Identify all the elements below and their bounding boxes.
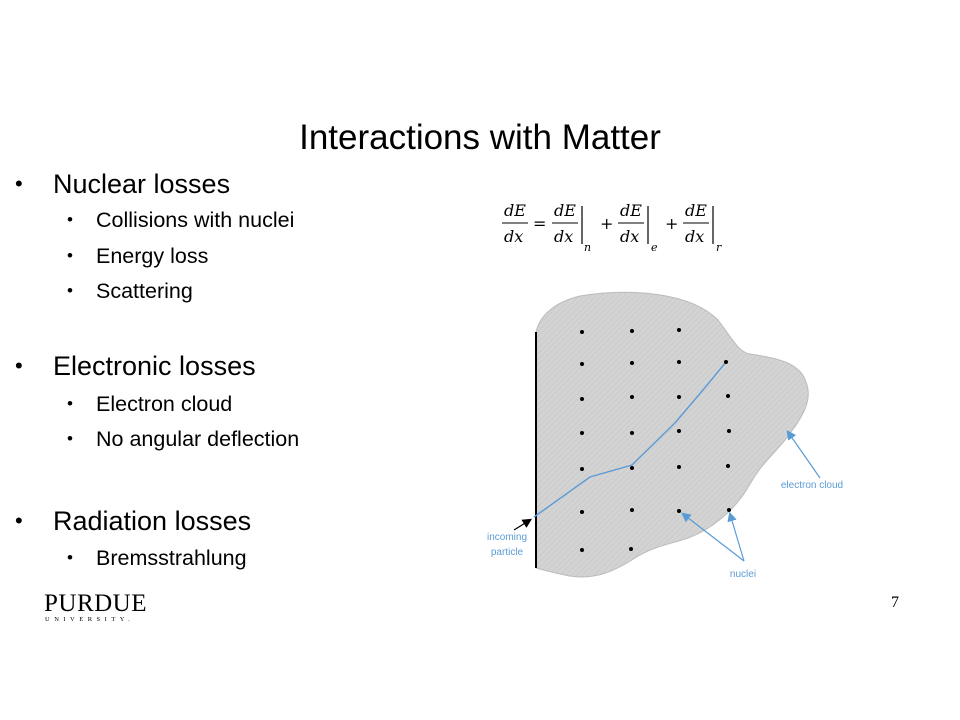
- nucleus-dot: [630, 395, 634, 399]
- equation-subscript: e: [651, 241, 658, 254]
- logo-name: PURDUE: [44, 590, 148, 617]
- equation-numerator: dE: [554, 201, 576, 220]
- bullet-nuclear-losses: Nuclear losses: [15, 167, 230, 201]
- equation-denominator: dx: [504, 227, 523, 246]
- equation-plus: +: [600, 214, 613, 233]
- slide-title: Interactions with Matter: [299, 118, 661, 157]
- equation-equals: =: [533, 214, 546, 233]
- nucleus-dot: [727, 508, 731, 512]
- energy-loss-equation: dE dx = dE dx n + dE dx e + dE dx r: [500, 196, 740, 260]
- sub-bullet-scattering: Scattering: [67, 277, 193, 305]
- nucleus-dot: [677, 465, 681, 469]
- logo-subtitle: UNIVERSITY.: [45, 616, 135, 623]
- bullet-radiation-losses: Radiation losses: [15, 504, 251, 538]
- particle-trajectory: [533, 361, 727, 518]
- interaction-diagram: incoming particle electron cloud nuclei: [470, 280, 890, 590]
- equation-numerator: dE: [620, 201, 642, 220]
- sub-bullet-electron-cloud: Electron cloud: [67, 390, 232, 418]
- nucleus-dot: [629, 547, 633, 551]
- sub-bullet-bremsstrahlung: Bremsstrahlung: [67, 544, 246, 572]
- nucleus-dot: [580, 510, 584, 514]
- nucleus-dot: [580, 330, 584, 334]
- nucleus-dot: [726, 394, 730, 398]
- equation-denominator: dx: [554, 227, 573, 246]
- electron-cloud-arrow: [786, 430, 821, 479]
- equation-denominator: dx: [685, 227, 704, 246]
- nucleus-dot: [677, 429, 681, 433]
- nucleus-dot: [580, 431, 584, 435]
- equation-subscript: n: [584, 241, 591, 254]
- label-nuclei: nuclei: [730, 569, 756, 580]
- bullet-electronic-losses: Electronic losses: [15, 349, 256, 383]
- equation-numerator: dE: [685, 201, 707, 220]
- sub-bullet-energy-loss: Energy loss: [67, 242, 208, 270]
- sub-bullet-collisions: Collisions with nuclei: [67, 206, 294, 234]
- purdue-logo: PURDUE UNIVERSITY.: [44, 590, 164, 630]
- nucleus-dot: [677, 395, 681, 399]
- nucleus-dot: [630, 466, 634, 470]
- nucleus-dot: [580, 467, 584, 471]
- nuclei-arrow: [727, 511, 745, 562]
- label-electron-cloud: electron cloud: [781, 480, 843, 491]
- nucleus-dot: [630, 361, 634, 365]
- nucleus-dot: [677, 328, 681, 332]
- nuclei-arrow: [681, 512, 745, 562]
- nucleus-dot: [724, 360, 728, 364]
- nucleus-dot: [726, 464, 730, 468]
- label-incoming: incoming: [487, 532, 527, 543]
- label-particle: particle: [491, 547, 524, 558]
- nucleus-dot: [630, 329, 634, 333]
- equation-plus: +: [665, 214, 678, 233]
- nucleus-dot: [727, 429, 731, 433]
- nucleus-dot: [580, 362, 584, 366]
- nucleus-dot: [677, 360, 681, 364]
- nucleus-dot: [630, 508, 634, 512]
- electron-cloud-region: [535, 291, 809, 578]
- nucleus-dot: [580, 397, 584, 401]
- sub-bullet-no-angular-deflection: No angular deflection: [67, 425, 299, 453]
- nucleus-dot: [580, 548, 584, 552]
- equation-denominator: dx: [620, 227, 639, 246]
- equation-numerator: dE: [504, 201, 526, 220]
- nuclei-grid: [580, 328, 731, 552]
- nucleus-dot: [630, 431, 634, 435]
- incoming-arrow: [513, 518, 533, 531]
- page-number: 7: [891, 594, 899, 611]
- nucleus-dot: [677, 509, 681, 513]
- equation-subscript: r: [716, 241, 722, 254]
